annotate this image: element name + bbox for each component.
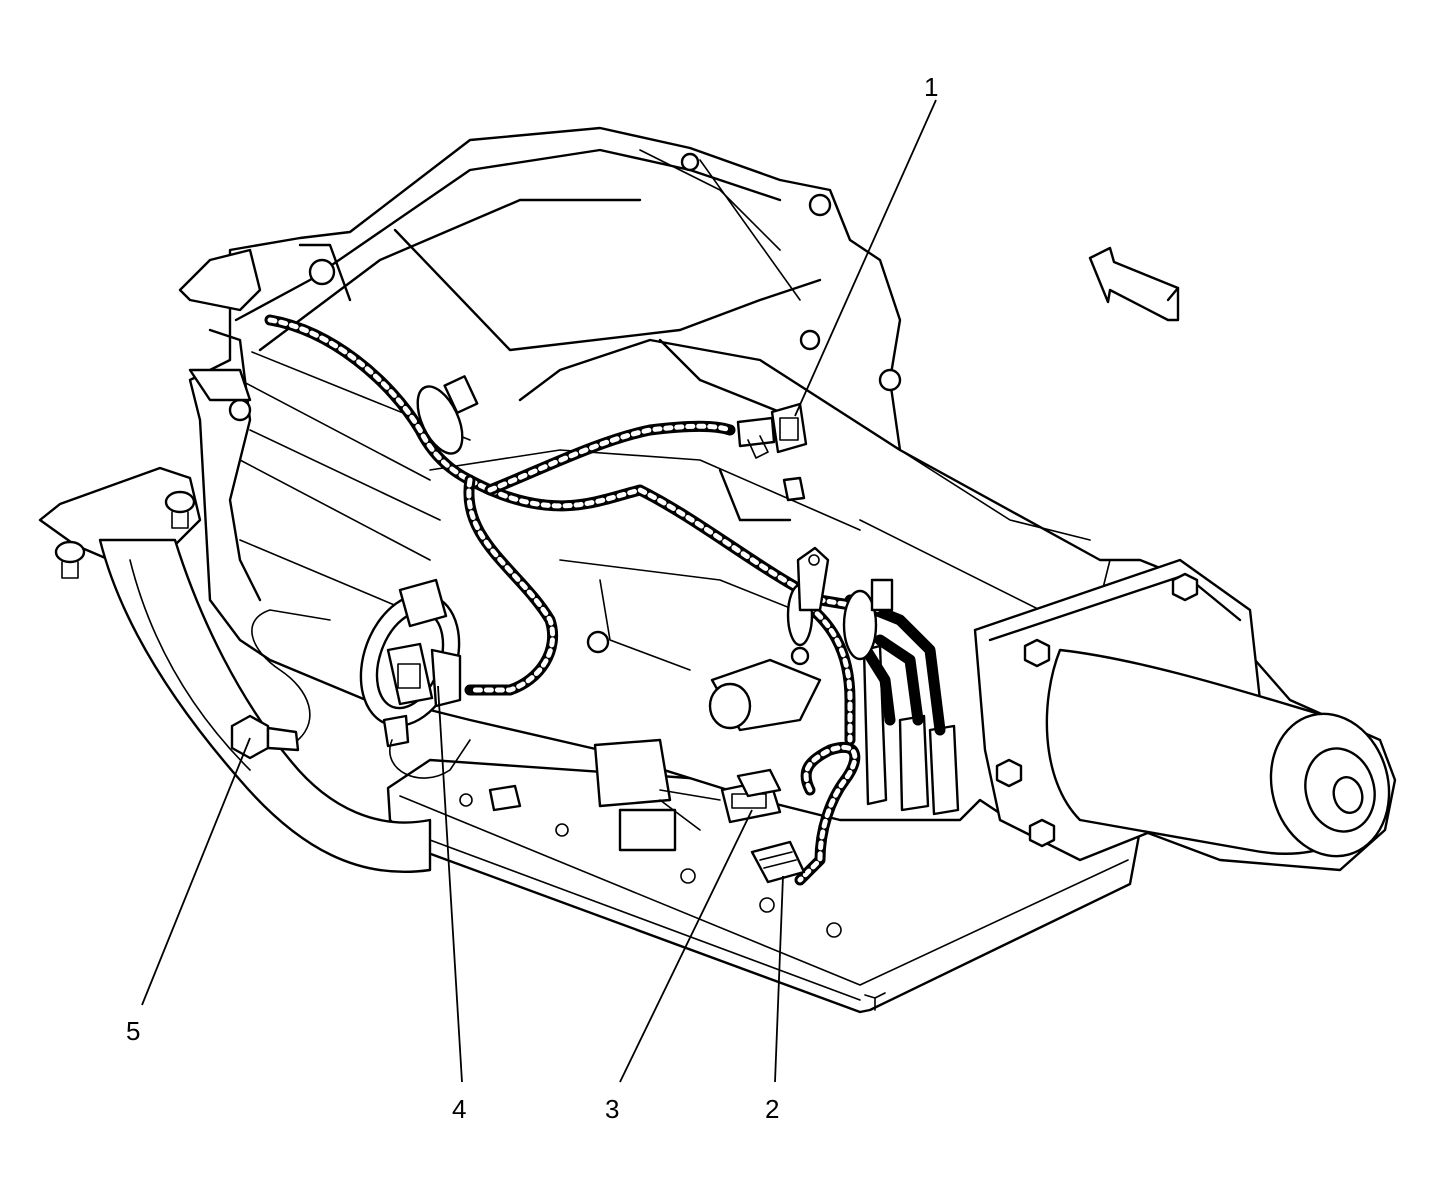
harness-clips	[416, 375, 894, 661]
connector-3	[720, 768, 782, 824]
leader-4	[437, 685, 463, 1083]
connector-2	[750, 840, 806, 884]
housing-bolts	[995, 572, 1199, 848]
exhaust-pipe	[38, 466, 432, 874]
leader-lines	[141, 99, 937, 1083]
connector-1	[736, 402, 808, 502]
front-direction-arrow-icon	[1088, 246, 1180, 322]
callout-4: 4	[452, 1094, 466, 1124]
extension-housing	[973, 558, 1391, 862]
callout-5: 5	[126, 1016, 140, 1046]
callout-3: 3	[605, 1094, 619, 1124]
leader-2	[774, 875, 784, 1083]
leader-1	[794, 99, 937, 417]
leader-5	[141, 737, 251, 1006]
callout-labels: 1 2 3 4 5	[126, 72, 938, 1124]
leader-3	[619, 809, 753, 1083]
case-fittings	[488, 630, 822, 812]
solenoid-connectors	[593, 594, 960, 852]
oxygen-sensor-5	[230, 609, 331, 760]
callout-2: 2	[765, 1094, 779, 1124]
connector-4-assembly	[359, 578, 471, 779]
callout-1: 1	[924, 72, 938, 102]
